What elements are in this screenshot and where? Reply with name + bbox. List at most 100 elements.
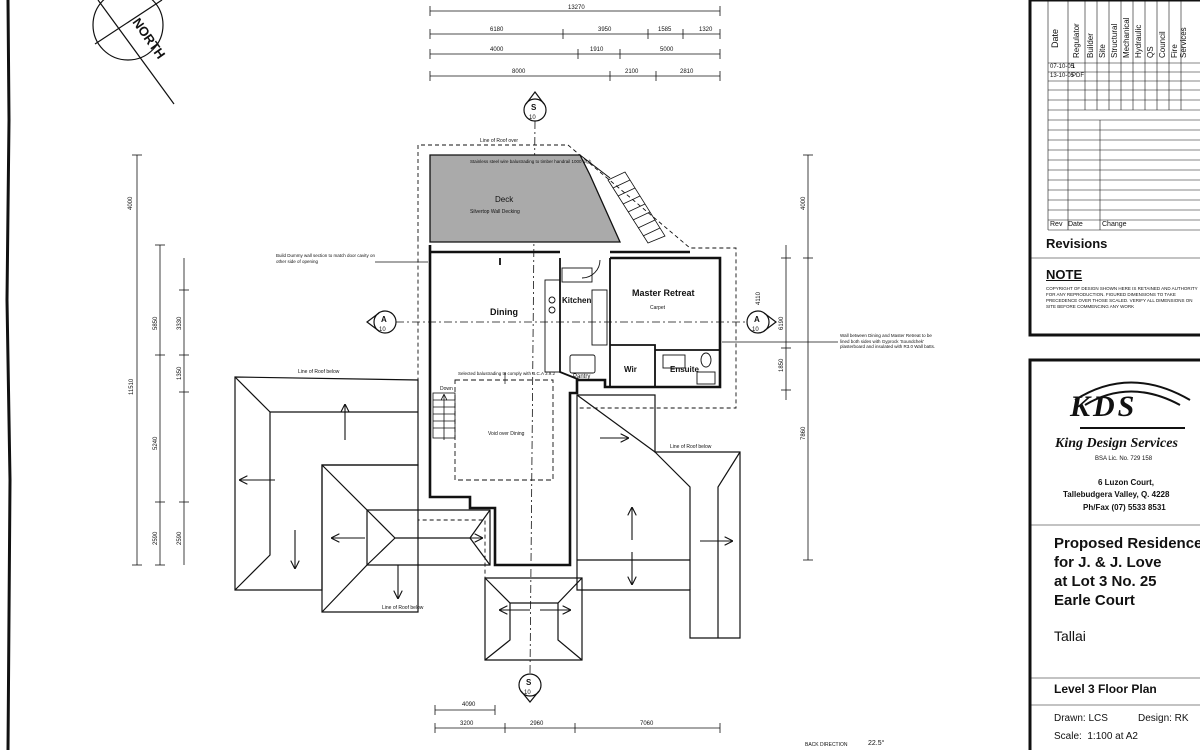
company-address-1: 6 Luzon Court, — [1098, 478, 1154, 487]
rev-col-date: Date — [1068, 221, 1083, 228]
dist-col-qs: QS — [1146, 46, 1155, 58]
master-retreat-label: Master Retreat — [632, 288, 695, 298]
pantry-label: Pantry — [573, 374, 590, 380]
section-left-letter: A — [381, 315, 387, 324]
dim-left-a-3: 2590 — [153, 531, 159, 545]
drawn-by: Drawn: LCS — [1054, 713, 1108, 724]
section-marker-bottom — [518, 673, 542, 697]
roof-below-label-3: Line of Roof below — [382, 605, 424, 611]
company-name: King Design Services — [1055, 436, 1178, 451]
drawing-scale: Scale: 1:100 at A2 — [1054, 731, 1138, 742]
company-license: BSA Lic. No. 729 158 — [1095, 456, 1153, 462]
rev-col-rev: Rev — [1050, 221, 1063, 228]
bottom-dimensions: 4090 3200 2960 7060 — [434, 702, 721, 733]
dim-left-b-1: 1350 — [177, 366, 183, 380]
leader-lines — [375, 261, 838, 384]
revisions-title: Revisions — [1046, 236, 1108, 251]
rev-col-change: Change — [1102, 221, 1127, 228]
dim-right-b-2: 1850 — [779, 358, 785, 372]
dist-col-regulator: Regulator — [1072, 23, 1081, 58]
dim-top-r4-1: 2100 — [625, 69, 639, 75]
dim-bottom-2: 2960 — [530, 721, 544, 727]
dist-col-builder: Builder — [1086, 33, 1095, 58]
sheet-title: Level 3 Floor Plan — [1054, 682, 1157, 696]
dim-top-r2-3: 1320 — [699, 27, 713, 33]
project-line-2: for J. & J. Love — [1054, 554, 1162, 571]
section-top-letter: S — [531, 103, 537, 112]
void-label: Void over Dining — [488, 431, 525, 437]
section-right-sub: 10 — [752, 327, 759, 333]
dist-col-mechanical: Mechanical — [1122, 17, 1131, 58]
dim-left-a-1: 5850 — [153, 316, 159, 330]
dim-right-b-0: 4110 — [756, 291, 762, 305]
company-address-2: Tallebudgera Valley, Q. 4228 — [1063, 490, 1170, 499]
dim-bottom-1: 3200 — [460, 721, 474, 727]
roof-below-label-2: Line of Roof below — [670, 444, 712, 450]
ensuite-label: Ensuite — [670, 365, 699, 374]
dim-right-a-0: 4000 — [801, 196, 807, 210]
roof-over-outline — [417, 144, 737, 579]
deck-label: Deck — [495, 195, 514, 204]
roof-below-bottom — [484, 577, 583, 661]
dim-bottom-3: 7060 — [640, 721, 654, 727]
kds-logo — [1074, 381, 1191, 429]
dist-row-1: 07-10-05 1 — [1050, 64, 1075, 70]
dim-left-b-0: 3330 — [177, 316, 183, 330]
deck-note: Stainless steel wire balustrading to tim… — [470, 159, 592, 164]
title-block-frames — [1028, 0, 1200, 750]
dist-row-2-mark: PDF — [1072, 73, 1084, 79]
right-dimensions: 4000 7860 4110 6190 1850 — [756, 154, 813, 561]
internal-stair — [432, 392, 456, 440]
revision-header: Rev Date Change — [1050, 221, 1200, 228]
dim-top-r2-1: 3950 — [598, 27, 612, 33]
left-dimensions: 11510 4000 5850 5240 2590 3330 1350 2590 — [128, 154, 189, 566]
project-line-3: at Lot 3 No. 25 — [1054, 573, 1157, 590]
section-bottom-letter: S — [526, 678, 532, 687]
dining-label: Dining — [490, 307, 518, 317]
down-label: Down — [440, 386, 453, 392]
dim-top-r2-0: 6180 — [490, 27, 504, 33]
deck-note-text: Stainless steel wire balustrading to tim… — [470, 159, 592, 164]
deck-floor-label: Silvertop Wall Decking — [470, 209, 520, 215]
dummy-wall-note: Build Dummy wall section to match door c… — [276, 253, 376, 264]
company-logo-text: KDS — [1070, 390, 1138, 423]
dim-left-a-0: 4000 — [128, 196, 134, 210]
dim-top-overall: 13270 — [568, 5, 585, 11]
dist-col-fire: Fire Services — [1170, 27, 1188, 58]
section-right-letter: A — [754, 315, 760, 324]
project-suburb: Tallai — [1054, 628, 1086, 644]
dim-top-r2-2: 1585 — [658, 27, 672, 33]
dim-right-a-1: 7860 — [801, 426, 807, 440]
pitch-label: 22.5° — [868, 739, 885, 747]
balustrade-note: Selected balustrading to comply with B.C… — [458, 371, 556, 376]
roof-below-right — [576, 394, 741, 639]
dim-left-overall: 11510 — [129, 378, 135, 395]
roof-below-label-1: Line of Roof below — [298, 369, 340, 375]
carpet-label: Carpet — [650, 305, 666, 311]
section-top-sub: 10 — [529, 115, 536, 121]
designed-by: Design: RK — [1138, 713, 1189, 724]
section-bottom-sub: 10 — [524, 690, 531, 696]
dist-col-date: Date — [1050, 28, 1060, 48]
section-left-sub: 10 — [379, 327, 386, 333]
roof-pitch-arrows — [240, 405, 732, 610]
section-marker-right — [746, 310, 770, 334]
sheet-border — [5, 0, 12, 750]
roof-over-label: Line of Roof over — [480, 138, 518, 144]
wir-label: Wir — [624, 365, 637, 374]
note-text: COPYRIGHT OF DESIGN SHOWN HERE IS RETAIN… — [1046, 286, 1198, 309]
dist-col-site: Site — [1098, 44, 1107, 58]
north-arrow: NORTH — [92, 0, 175, 105]
dim-left-a-2: 5240 — [153, 436, 159, 450]
dim-top-r3-0: 4000 — [490, 47, 504, 53]
house-walls — [428, 245, 722, 567]
project-line-1: Proposed Residence — [1054, 535, 1200, 552]
dist-col-structural: Structural — [1110, 23, 1119, 58]
dim-right-b-1: 6190 — [779, 316, 785, 330]
dist-col-hydraulic: Hydraulic — [1134, 24, 1143, 58]
company-phone: Ph/Fax (07) 5533 8531 — [1083, 503, 1166, 512]
dim-top-r4-0: 8000 — [512, 69, 526, 75]
dist-row-1-date: 07-10-05 — [1050, 64, 1075, 70]
kitchen-label: Kitchen — [562, 296, 591, 305]
